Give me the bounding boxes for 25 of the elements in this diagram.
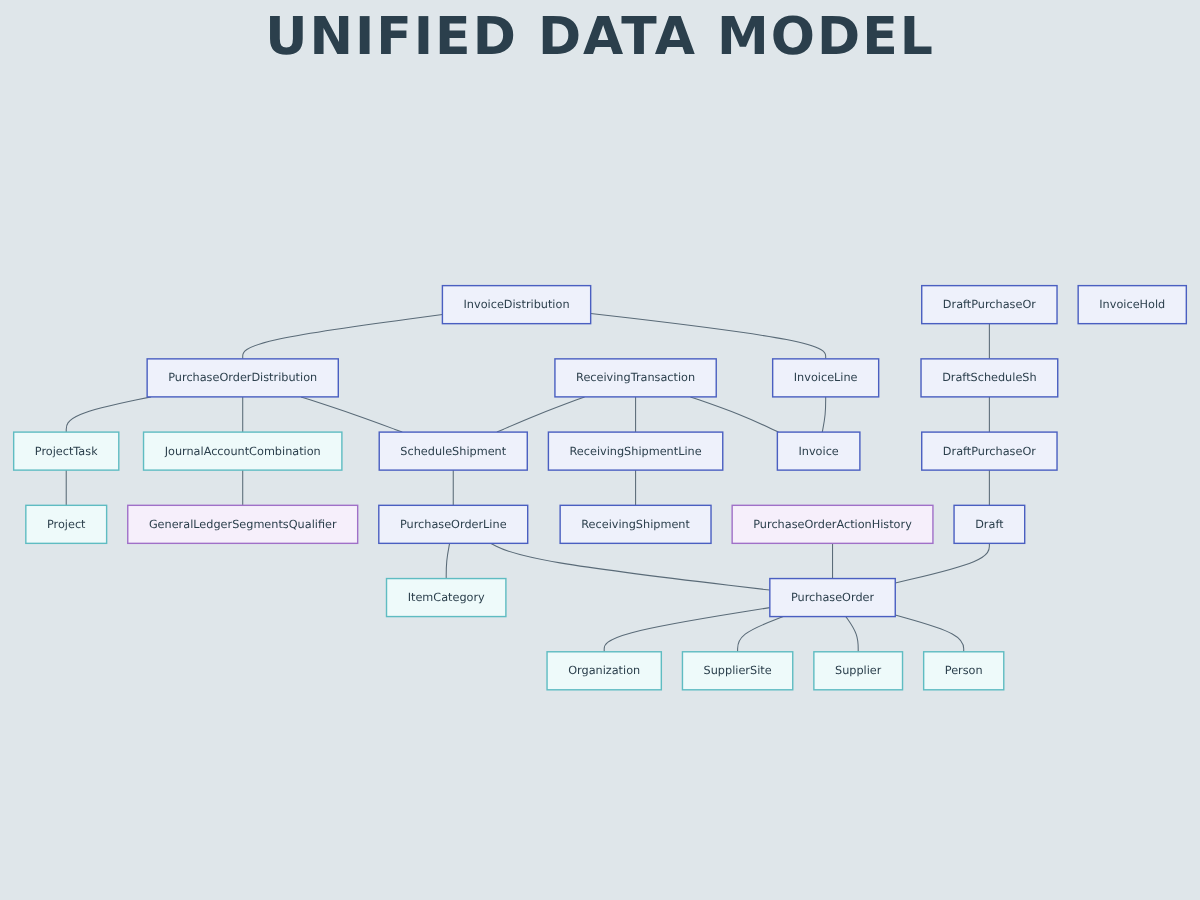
connector xyxy=(821,396,827,433)
connector xyxy=(300,396,403,433)
connector xyxy=(65,396,152,433)
connector xyxy=(894,543,990,584)
diagram-title: UNIFIED DATA MODEL xyxy=(263,8,937,68)
connector xyxy=(845,616,859,653)
connector xyxy=(894,614,965,653)
connector xyxy=(988,323,990,360)
connector xyxy=(635,469,637,507)
connector xyxy=(452,469,454,507)
connector xyxy=(603,607,771,653)
connector xyxy=(496,396,586,433)
connector xyxy=(242,469,244,507)
connector xyxy=(445,543,451,580)
connector xyxy=(490,543,771,591)
connector xyxy=(737,616,784,653)
connector xyxy=(988,396,990,433)
connector xyxy=(65,469,67,507)
connector xyxy=(635,396,637,433)
connector xyxy=(988,469,990,507)
connector xyxy=(832,543,834,580)
connector xyxy=(689,396,779,433)
connector xyxy=(242,314,443,360)
connector xyxy=(590,313,827,360)
connector xyxy=(242,396,244,433)
